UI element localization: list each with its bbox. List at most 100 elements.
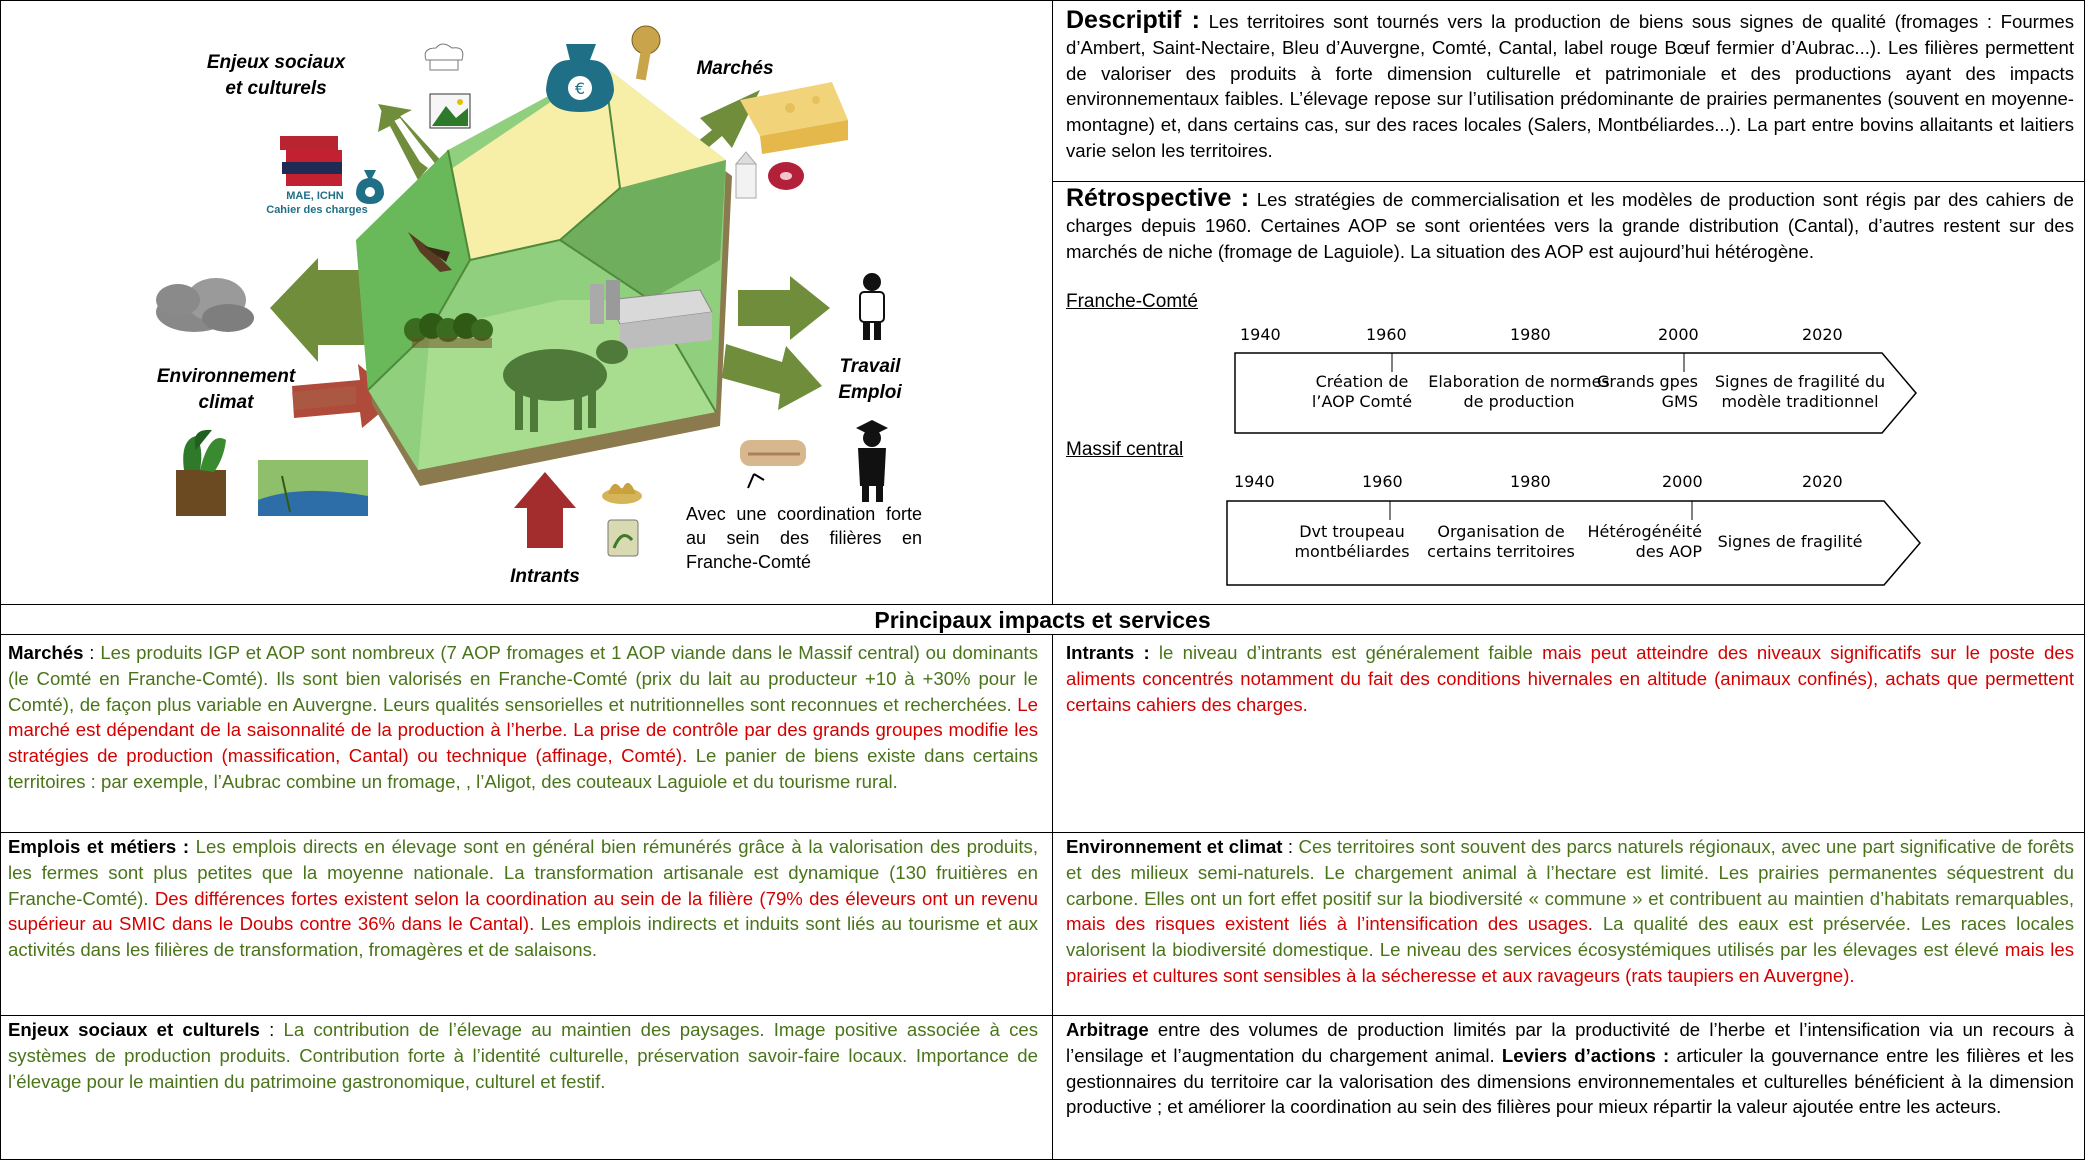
cell-marches-sep: : <box>83 642 101 663</box>
divider-bottom-vertical <box>1052 634 1053 1160</box>
books-icon <box>280 136 342 186</box>
svg-text:€: € <box>575 79 585 98</box>
cell-marches-green: Les produits IGP et AOP sont nombreux (7… <box>8 642 1039 715</box>
cell-arbitrage-title2: Leviers d’actions : <box>1494 1044 1670 1066</box>
cell-arbitrage-text1: entre des volumes de production limités … <box>1066 1019 2074 1066</box>
cheese-icon <box>740 82 848 154</box>
cell-intrants: Intrants : le niveau d’intrants est géné… <box>1066 640 2074 717</box>
cell-intrants-red: mais peut atteindre des niveaux signific… <box>1066 642 2075 715</box>
handshake-icon <box>740 440 806 489</box>
arrow-enjeux <box>378 104 446 180</box>
cell-enjeux-sep: : <box>259 1019 284 1040</box>
cell-marches-red: Le marché est dépendant de la saisonnali… <box>8 693 1038 767</box>
cell-emplois-green: Les emplois directs en élevage sont en g… <box>8 836 1038 909</box>
divider-row1 <box>0 832 2085 833</box>
cell-emplois-title: Emplois et métiers : <box>8 836 190 857</box>
plant-icon <box>176 429 226 516</box>
cell-environnement-green: Ces territoires sont souvent des parcs n… <box>1066 836 2074 909</box>
timeline1-year-2020: 2020 <box>1802 325 1843 344</box>
timeline2-year-2000: 2000 <box>1662 472 1703 491</box>
cell-environnement-red: mais des risques existent liés à l’inten… <box>1066 913 1593 935</box>
arrow-environnement-out <box>270 258 370 362</box>
timeline2-event-2: Organisation de certains territoires <box>1427 522 1575 561</box>
divider-section-top <box>0 604 2085 605</box>
cell-enjeux-green: La contribution de l’élevage au maintien… <box>8 1019 1038 1092</box>
timeline1-event-4: Signes de fragilité du modèle traditionn… <box>1714 372 1886 411</box>
small-money-bag-icon <box>356 170 384 204</box>
cell-arbitrage-title: Arbitrage <box>1066 1019 1149 1040</box>
timeline1-year-2000: 2000 <box>1658 325 1699 344</box>
pentagon-territory <box>356 65 732 486</box>
label-coordination: Avec une coordination forte au sein des … <box>686 504 922 572</box>
label-travail: Travail Emploi <box>838 356 902 403</box>
descriptif-title: Descriptif : <box>1066 6 1200 34</box>
cow-icon <box>503 340 628 432</box>
divider-row2 <box>0 1015 2085 1016</box>
graduate-icon <box>856 420 888 502</box>
cell-intrants-green: le niveau d’intrants est généralement fa… <box>1149 642 1533 663</box>
timeline1-event-1: Création de l’AOP Comté <box>1311 372 1413 411</box>
milk-carton-icon <box>734 151 758 199</box>
retrospective-title: Rétrospective : <box>1066 184 1250 212</box>
section-title: Principaux impacts et services <box>874 607 1211 633</box>
timeline2-event-1: Dvt troupeau montbéliardes <box>1294 522 1410 561</box>
cell-environnement-green2: La qualité des eaux est préservée. Les r… <box>1066 913 2074 961</box>
descriptif-block: Descriptif : Les territoires sont tourné… <box>1066 6 2074 164</box>
cell-enjeux: Enjeux sociaux et culturels : La contrib… <box>8 1017 1038 1094</box>
divider-section-title <box>0 634 2085 635</box>
cell-arbitrage-text2: articuler la gouvernance entre les filiè… <box>1066 1044 2074 1118</box>
retrospective-block: Rétrospective : Les stratégies de commer… <box>1066 184 2074 264</box>
timeline2-year-1980: 1980 <box>1510 472 1551 491</box>
arrow-travail-upper <box>738 276 830 340</box>
timeline1-year-1980: 1980 <box>1510 325 1551 344</box>
arrow-intrants <box>514 472 576 548</box>
retrospective-text: Les stratégies de commercialisation et l… <box>1066 189 2074 262</box>
cell-enjeux-title: Enjeux sociaux et culturels <box>8 1019 260 1040</box>
cell-environnement: Environnement et climat : Ces territoire… <box>1066 834 2074 989</box>
cloud-icon <box>156 278 254 332</box>
cell-marches: Marchés : Les produits IGP et AOP sont n… <box>8 640 1038 795</box>
label-environnement: Environnement climat <box>156 366 296 413</box>
cell-emplois-red: Des différences fortes existent selon la… <box>8 887 1038 935</box>
cell-environnement-title: Environnement et climat <box>1066 836 1283 857</box>
arrow-travail-lower <box>722 344 822 410</box>
timeline2-year-1940: 1940 <box>1234 472 1275 491</box>
eagle-icon <box>408 232 452 272</box>
timeline-region-2: Massif central <box>1066 439 1184 460</box>
label-cahier: Cahier des charges <box>266 204 368 216</box>
cell-marches-green2: Le panier de biens existe dans certains … <box>8 745 1038 792</box>
money-bag-icon: € <box>546 44 614 112</box>
divider-top-vertical <box>1052 0 1053 604</box>
divider-descriptif <box>1052 181 2085 182</box>
timeline1-event-2: Elaboration de normes de production <box>1428 372 1610 411</box>
meat-icon <box>768 162 804 190</box>
label-marches: Marchés <box>696 58 774 79</box>
cell-arbitrage: Arbitrage entre des volumes de productio… <box>1066 1017 2074 1120</box>
descriptif-text: Les territoires sont tournés vers la pro… <box>1066 11 2074 161</box>
cell-emplois: Emplois et métiers : Les emplois directs… <box>8 834 1038 963</box>
cell-environnement-sep: : <box>1282 836 1299 857</box>
label-intrants: Intrants <box>510 566 580 587</box>
spoon-icon <box>631 25 661 81</box>
chef-hat-icon <box>424 43 464 71</box>
farm-building-icon <box>590 280 713 350</box>
cell-emplois-green2: Les emplois indirects et induits sont li… <box>8 913 1039 961</box>
timeline1-year-1940: 1940 <box>1240 325 1281 344</box>
water-icon <box>258 460 368 516</box>
worker-icon <box>859 273 885 340</box>
cell-marches-title: Marchés <box>8 642 84 663</box>
landscape-icon <box>429 93 471 129</box>
timeline1-arrow <box>1234 352 1917 434</box>
feed-bag-icon <box>607 519 639 557</box>
timeline2-year-2020: 2020 <box>1802 472 1843 491</box>
timeline2-year-1960: 1960 <box>1362 472 1403 491</box>
timeline2-arrow <box>1226 500 1921 586</box>
grain-icon <box>602 482 642 504</box>
cell-environnement-red2: mais les prairies et cultures sont sensi… <box>1066 939 2075 986</box>
timeline1-year-1960: 1960 <box>1366 325 1407 344</box>
diagram: € <box>156 25 888 557</box>
cell-intrants-title: Intrants : <box>1066 642 1150 663</box>
timeline1-event-3: Grands gpes GMS <box>1597 372 1698 411</box>
timeline2-event-3: Hétérogénéité des AOP <box>1587 522 1702 561</box>
label-enjeux: Enjeux sociaux et culturels <box>206 52 346 99</box>
